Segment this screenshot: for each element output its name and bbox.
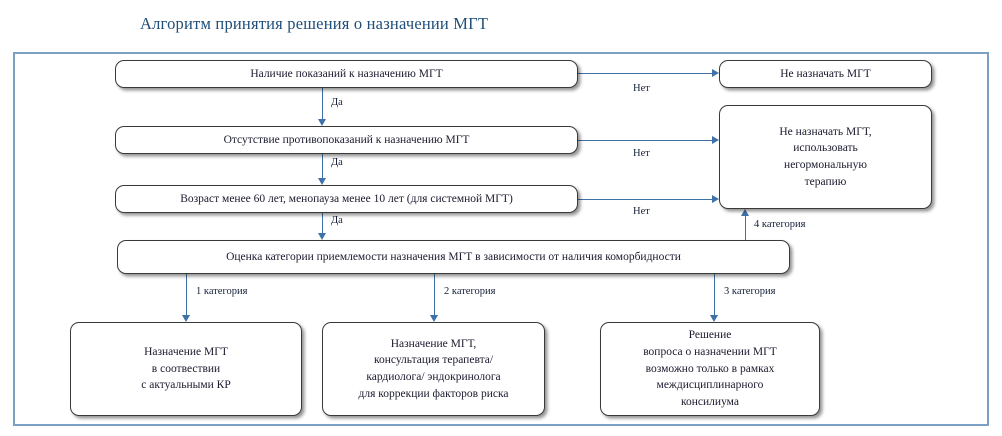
connector-no-3 [578,199,712,201]
node-cat3-outcome-line4: междисциплинарного [656,379,764,392]
node-no-mht-nonhormonal-line4: терапию [804,175,847,188]
arrowhead-no-2 [712,136,719,144]
page-title: Алгоритм принятия решения о назначении М… [140,14,489,33]
node-cat2-outcome-line2: консультация терапевта/ [373,354,494,367]
connector-cat-3 [714,274,716,315]
node-cat2-outcome[interactable]: Назначение МГТ, консультация терапевта/ … [322,322,545,416]
node-category-assessment[interactable]: Оценка категории приемлемости назначения… [117,240,790,274]
node-no-mht-nonhormonal-line2: использовать [793,142,858,155]
edge-label-yes-3: Да [331,215,343,226]
node-cat3-outcome-line5: консилиума [681,396,739,408]
arrowhead-yes-1 [318,119,326,126]
arrowhead-yes-3 [318,233,326,240]
connector-no-2 [578,140,712,142]
arrowhead-yes-2 [318,178,326,185]
edge-label-no-1: Нет [633,83,650,94]
arrowhead-cat-1 [182,315,190,322]
node-cat3-outcome[interactable]: Решение вопроса о назначении МГТ возможн… [600,322,820,416]
node-contraindications[interactable]: Отсутствие противопоказаний к назначению… [115,126,578,154]
node-cat3-outcome-line1: Решение [688,329,732,342]
edge-label-cat-4: 4 категория [754,219,806,230]
node-cat3-outcome-line3: возможно только в рамках [645,362,775,375]
edge-label-yes-2: Да [331,157,343,168]
arrowhead-no-1 [712,69,719,77]
connector-cat-1 [186,274,188,315]
edge-label-cat-3: 3 категория [724,286,776,297]
edge-label-no-2: Нет [633,148,650,159]
node-cat1-outcome-line2: в соотвествии [151,362,221,375]
connector-yes-1 [322,88,324,119]
connector-yes-2 [322,154,324,178]
node-no-mht-nonhormonal[interactable]: Не назначать МГТ, использовать негормона… [719,105,932,209]
arrowhead-cat-4 [741,209,749,216]
connector-cat-4 [745,216,747,240]
edge-label-no-3: Нет [633,206,650,217]
node-cat2-outcome-line3: кардиолога/ эндокринолога [366,371,501,383]
node-cat3-outcome-line2: вопроса о назначении МГТ [643,345,777,358]
connector-cat-2 [434,274,436,315]
node-cat1-outcome[interactable]: Назначение МГТ в соотвествии с актуальны… [70,322,302,416]
edge-label-cat-2: 2 категория [444,286,496,297]
node-no-mht[interactable]: Не назначать МГТ [719,60,932,88]
connector-yes-3 [322,213,324,233]
edge-label-yes-1: Да [331,97,343,108]
node-age[interactable]: Возраст менее 60 лет, менопауза менее 10… [115,185,578,213]
edge-label-cat-1: 1 категория [196,286,248,297]
arrowhead-cat-2 [430,315,438,322]
node-category-assessment-line1: Оценка категории приемлемости назначения… [226,250,681,263]
arrowhead-no-3 [712,195,719,203]
node-cat1-outcome-line1: Назначение МГТ [144,345,228,358]
node-cat2-outcome-line4: для коррекции факторов риска [358,387,509,400]
node-no-mht-line1: Не назначать МГТ [780,67,871,80]
node-no-mht-nonhormonal-line1: Не назначать МГТ, [779,125,872,138]
diagram-frame [13,52,989,426]
node-contraindications-line1: Отсутствие противопоказаний к назначению… [223,133,470,146]
node-indications-line1: Наличие показаний к назначению МГТ [250,67,443,80]
node-cat2-outcome-line1: Назначение МГТ, [390,337,477,350]
node-no-mht-nonhormonal-line3: негормональную [784,159,867,171]
arrowhead-cat-3 [710,315,718,322]
node-age-line1: Возраст менее 60 лет, менопауза менее 10… [180,192,513,205]
node-cat1-outcome-line3: с актуальными КР [141,379,231,392]
connector-no-1 [578,73,712,75]
node-indications[interactable]: Наличие показаний к назначению МГТ [115,60,578,88]
